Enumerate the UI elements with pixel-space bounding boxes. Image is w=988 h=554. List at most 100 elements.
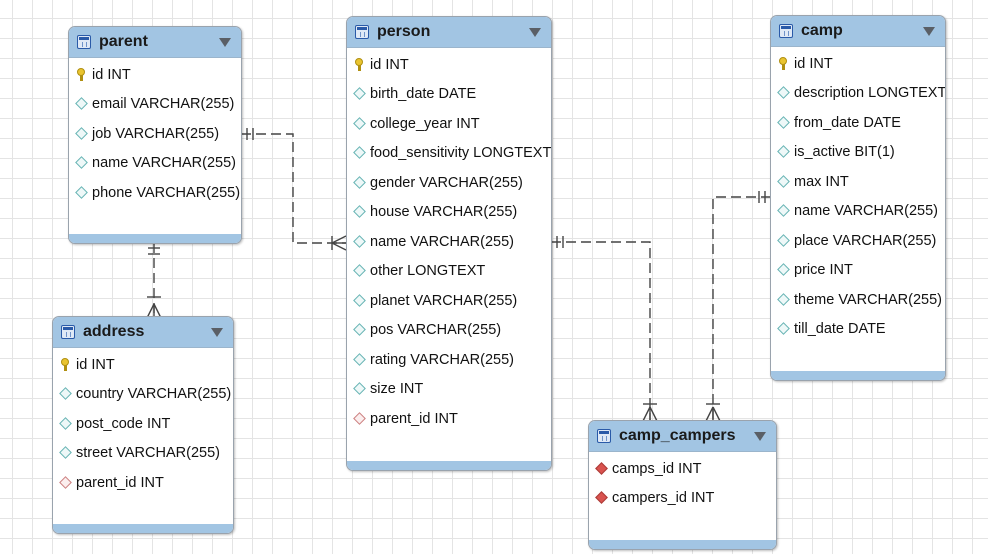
column-label: name VARCHAR(255): [370, 233, 514, 250]
collapse-triangle-icon[interactable]: [923, 27, 935, 36]
column-row[interactable]: camps_id INT: [589, 454, 776, 484]
column-label: size INT: [370, 381, 424, 398]
table-title: parent: [99, 33, 148, 50]
primary-key-icon: [778, 56, 788, 71]
column-label: parent_id INT: [76, 474, 164, 491]
primary-foreign-key-icon: [596, 462, 606, 476]
collapse-triangle-icon[interactable]: [211, 328, 223, 337]
column-diamond-icon: [76, 97, 86, 111]
column-row[interactable]: theme VARCHAR(255): [771, 285, 945, 315]
column-diamond-icon: [778, 234, 788, 248]
column-row[interactable]: house VARCHAR(255): [347, 198, 551, 228]
column-label: camps_id INT: [612, 460, 702, 477]
column-diamond-icon: [778, 145, 788, 159]
column-row[interactable]: street VARCHAR(255): [53, 439, 233, 469]
column-row[interactable]: name VARCHAR(255): [347, 227, 551, 257]
table-address[interactable]: address id INT country VARCHAR(255) post_c…: [52, 316, 234, 534]
table-header[interactable]: person: [347, 17, 551, 48]
column-row[interactable]: country VARCHAR(255): [53, 380, 233, 410]
column-row[interactable]: id INT: [69, 60, 241, 90]
table-title: camp_campers: [619, 427, 736, 444]
primary-foreign-key-icon: [596, 491, 606, 505]
column-row[interactable]: max INT: [771, 167, 945, 197]
column-label: description LONGTEXT: [794, 85, 946, 102]
column-label: max INT: [794, 173, 849, 190]
table-footer: [69, 234, 241, 243]
column-list: id INT country VARCHAR(255) post_code INT s…: [53, 348, 233, 498]
column-label: other LONGTEXT: [370, 263, 486, 280]
collapse-triangle-icon[interactable]: [219, 38, 231, 47]
column-label: theme VARCHAR(255): [794, 291, 943, 308]
column-label: country VARCHAR(255): [76, 386, 232, 403]
column-row[interactable]: id INT: [53, 350, 233, 380]
column-row[interactable]: food_sensitivity LONGTEXT: [347, 139, 551, 169]
column-diamond-icon: [354, 87, 364, 101]
primary-key-icon: [76, 67, 86, 82]
table-camp[interactable]: camp id INT description LONGTEXT from_date…: [770, 15, 946, 381]
table-icon: [597, 429, 611, 443]
column-label: place VARCHAR(255): [794, 232, 937, 249]
column-row[interactable]: till_date DATE: [771, 315, 945, 345]
column-label: planet VARCHAR(255): [370, 292, 518, 309]
column-row[interactable]: price INT: [771, 256, 945, 286]
column-row[interactable]: post_code INT: [53, 409, 233, 439]
primary-key-icon: [60, 357, 70, 372]
column-row[interactable]: pos VARCHAR(255): [347, 316, 551, 346]
column-row[interactable]: description LONGTEXT: [771, 79, 945, 109]
table-header[interactable]: address: [53, 317, 233, 348]
column-list: id INT description LONGTEXT from_date DATE…: [771, 47, 945, 344]
column-diamond-icon: [778, 204, 788, 218]
column-row[interactable]: planet VARCHAR(255): [347, 286, 551, 316]
column-row[interactable]: phone VARCHAR(255): [69, 178, 241, 208]
column-row[interactable]: place VARCHAR(255): [771, 226, 945, 256]
table-header[interactable]: parent: [69, 27, 241, 58]
column-diamond-icon: [778, 263, 788, 277]
column-row[interactable]: other LONGTEXT: [347, 257, 551, 287]
column-row[interactable]: email VARCHAR(255): [69, 90, 241, 120]
many-marker-campcampers-camp: [705, 403, 721, 422]
column-label: name VARCHAR(255): [794, 203, 938, 220]
column-diamond-icon: [60, 446, 70, 460]
column-diamond-icon: [76, 127, 86, 141]
column-diamond-icon: [778, 86, 788, 100]
table-title: person: [377, 23, 431, 40]
column-label: id INT: [76, 356, 115, 373]
table-icon: [355, 25, 369, 39]
column-diamond-icon: [76, 186, 86, 200]
table-title: camp: [801, 22, 843, 39]
column-row[interactable]: birth_date DATE: [347, 80, 551, 110]
column-row[interactable]: college_year INT: [347, 109, 551, 139]
column-row[interactable]: name VARCHAR(255): [69, 149, 241, 179]
column-row[interactable]: name VARCHAR(255): [771, 197, 945, 227]
column-label: post_code INT: [76, 415, 171, 432]
column-diamond-icon: [354, 146, 364, 160]
column-row[interactable]: id INT: [771, 49, 945, 79]
table-camp-campers[interactable]: camp_campers camps_id INT campers_id INT: [588, 420, 777, 550]
column-row[interactable]: id INT: [347, 50, 551, 80]
column-row[interactable]: parent_id INT: [347, 404, 551, 434]
column-row[interactable]: from_date DATE: [771, 108, 945, 138]
column-row[interactable]: gender VARCHAR(255): [347, 168, 551, 198]
column-label: rating VARCHAR(255): [370, 351, 514, 368]
column-diamond-icon: [354, 382, 364, 396]
column-label: street VARCHAR(255): [76, 445, 220, 462]
collapse-triangle-icon[interactable]: [754, 432, 766, 441]
column-diamond-icon: [354, 264, 364, 278]
column-diamond-icon: [354, 294, 364, 308]
column-row[interactable]: rating VARCHAR(255): [347, 345, 551, 375]
table-footer: [771, 371, 945, 380]
many-marker-address: [146, 296, 162, 319]
table-header[interactable]: camp_campers: [589, 421, 776, 452]
column-label: id INT: [794, 55, 833, 72]
column-row[interactable]: parent_id INT: [53, 468, 233, 498]
column-row[interactable]: campers_id INT: [589, 484, 776, 514]
column-row[interactable]: is_active BIT(1): [771, 138, 945, 168]
column-row[interactable]: size INT: [347, 375, 551, 405]
table-header[interactable]: camp: [771, 16, 945, 47]
column-row[interactable]: job VARCHAR(255): [69, 119, 241, 149]
column-label: gender VARCHAR(255): [370, 174, 523, 191]
collapse-triangle-icon[interactable]: [529, 28, 541, 37]
